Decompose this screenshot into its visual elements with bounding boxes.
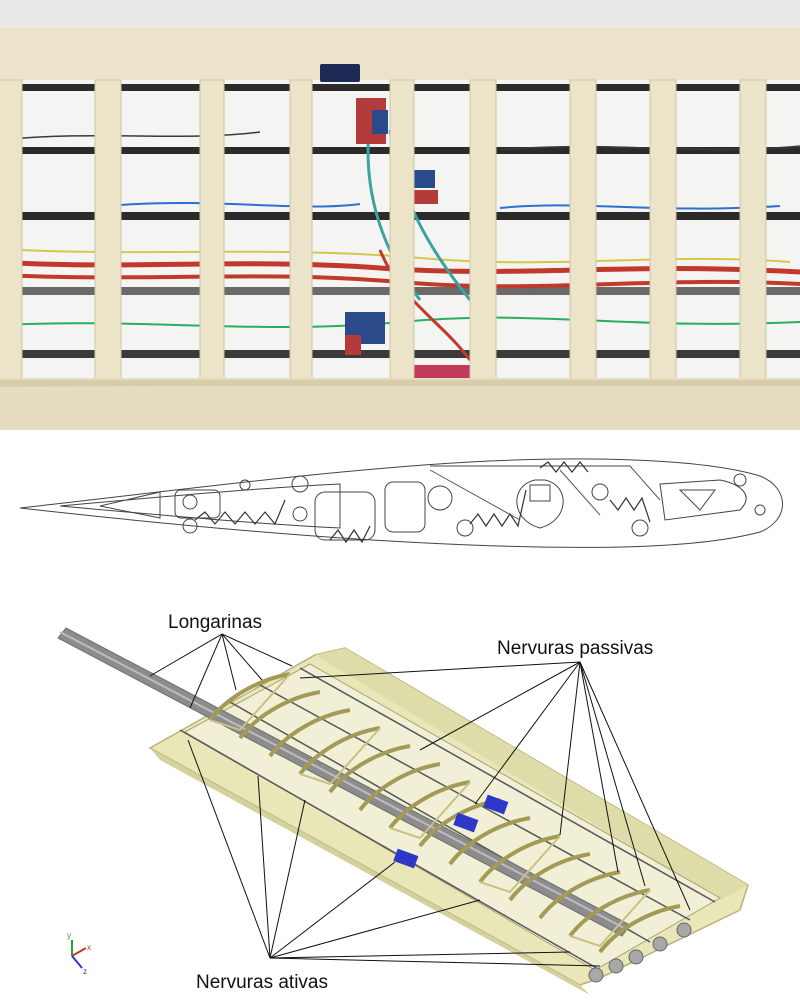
label-spars: Longarinas (168, 612, 262, 633)
airfoil-outline (19, 458, 783, 548)
triad-y: y (67, 931, 71, 940)
triad-z: z (83, 967, 87, 976)
actuator (453, 812, 479, 833)
prototype-photo (0, 0, 800, 430)
label-active-ribs: Nervuras ativas (196, 972, 328, 993)
bottom-frame (0, 378, 800, 430)
wing-assembly: Longarinas Nervuras passivas Nervuras at… (0, 580, 800, 1000)
wing-assembly-drawing: Longarinas Nervuras passivas Nervuras at… (57, 612, 749, 995)
leader-lines-spars (149, 633, 293, 709)
actuator (393, 848, 419, 869)
leader-lines-passive-ribs (299, 661, 691, 911)
rib-columns (0, 79, 767, 381)
actuator (483, 794, 509, 815)
airfoil-profile-drawing (19, 458, 783, 548)
triad-x: x (87, 943, 91, 952)
leader-lines-active-ribs (187, 739, 601, 967)
airfoil-profile (0, 440, 800, 570)
prototype-photo-drawing (0, 0, 800, 430)
label-passive-ribs: Nervuras passivas (497, 638, 653, 659)
coordinate-triad: y x z (67, 931, 91, 976)
